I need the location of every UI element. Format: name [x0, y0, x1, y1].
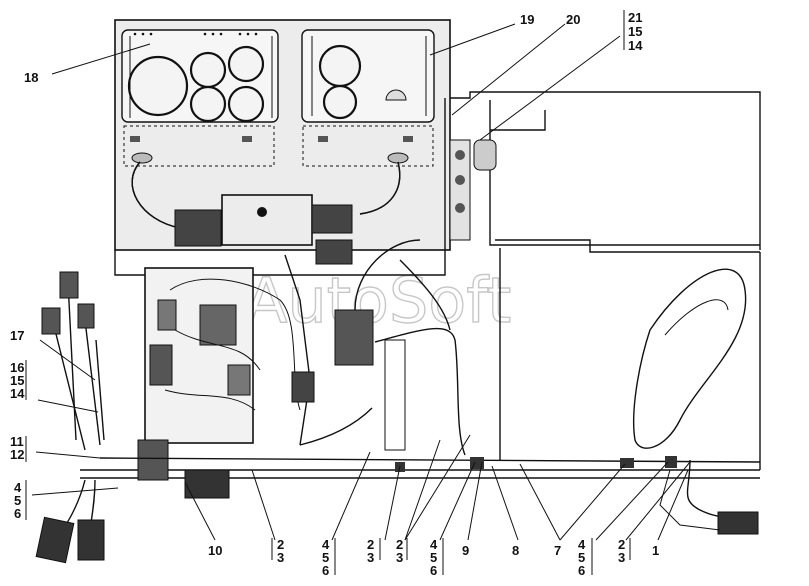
svg-text:2: 2 [277, 537, 284, 552]
svg-text:4: 4 [322, 537, 330, 552]
callout-4-5-6-c: 4 5 6 [578, 537, 593, 578]
svg-text:4: 4 [578, 537, 586, 552]
callout-20: 20 [566, 12, 580, 27]
callout-labels: 18 19 20 21 15 14 17 16 15 14 11 12 4 5 … [10, 10, 659, 578]
callout-2-3-a: 2 3 [271, 537, 284, 565]
leader-lines [31, 23, 691, 541]
svg-text:3: 3 [396, 550, 403, 565]
callout-2-3-b: 2 3 [367, 537, 381, 565]
left-connectors [35, 271, 105, 564]
svg-text:5: 5 [430, 550, 437, 565]
callout-2-3-c: 2 3 [396, 537, 408, 565]
switch-column [449, 139, 497, 241]
callout-7: 7 [554, 543, 561, 558]
svg-text:15: 15 [628, 24, 642, 39]
svg-text:12: 12 [10, 447, 24, 462]
callout-19: 19 [520, 12, 534, 27]
svg-text:4: 4 [430, 537, 438, 552]
svg-text:14: 14 [628, 38, 643, 53]
callout-2-3-d: 2 3 [618, 537, 631, 565]
callout-1: 1 [652, 543, 659, 558]
svg-text:5: 5 [14, 493, 21, 508]
upper-connectors [131, 161, 401, 265]
svg-text:6: 6 [14, 506, 21, 521]
svg-text:5: 5 [578, 550, 585, 565]
svg-text:5: 5 [322, 550, 329, 565]
svg-text:6: 6 [430, 563, 437, 578]
svg-text:6: 6 [578, 563, 585, 578]
callout-4-5-6-a: 4 5 6 [322, 537, 336, 578]
svg-text:11: 11 [10, 434, 24, 449]
frame-and-main-harness [80, 439, 761, 535]
callout-18: 18 [24, 70, 38, 85]
callout-4-5-6-b: 4 5 6 [430, 537, 444, 578]
svg-text:6: 6 [322, 563, 329, 578]
svg-text:14: 14 [10, 386, 25, 401]
svg-text:3: 3 [367, 550, 374, 565]
svg-text:3: 3 [277, 550, 284, 565]
svg-text:2: 2 [618, 537, 625, 552]
svg-text:4: 4 [14, 480, 22, 495]
relay-box [144, 254, 315, 446]
svg-text:15: 15 [10, 373, 24, 388]
callout-17: 17 [10, 328, 24, 343]
callout-4-5-6-left: 4 5 6 [14, 480, 27, 521]
central-harness [299, 239, 466, 456]
svg-text:21: 21 [628, 10, 642, 25]
svg-text:2: 2 [367, 537, 374, 552]
svg-text:16: 16 [10, 360, 24, 375]
svg-text:2: 2 [396, 537, 403, 552]
callout-21-15-14: 21 15 14 [623, 10, 643, 53]
callout-11-12: 11 12 [10, 434, 27, 462]
callout-16-15-14: 16 15 14 [10, 360, 27, 401]
callout-8: 8 [512, 543, 519, 558]
svg-text:3: 3 [618, 550, 625, 565]
callout-10: 10 [208, 543, 222, 558]
callout-9: 9 [462, 543, 469, 558]
